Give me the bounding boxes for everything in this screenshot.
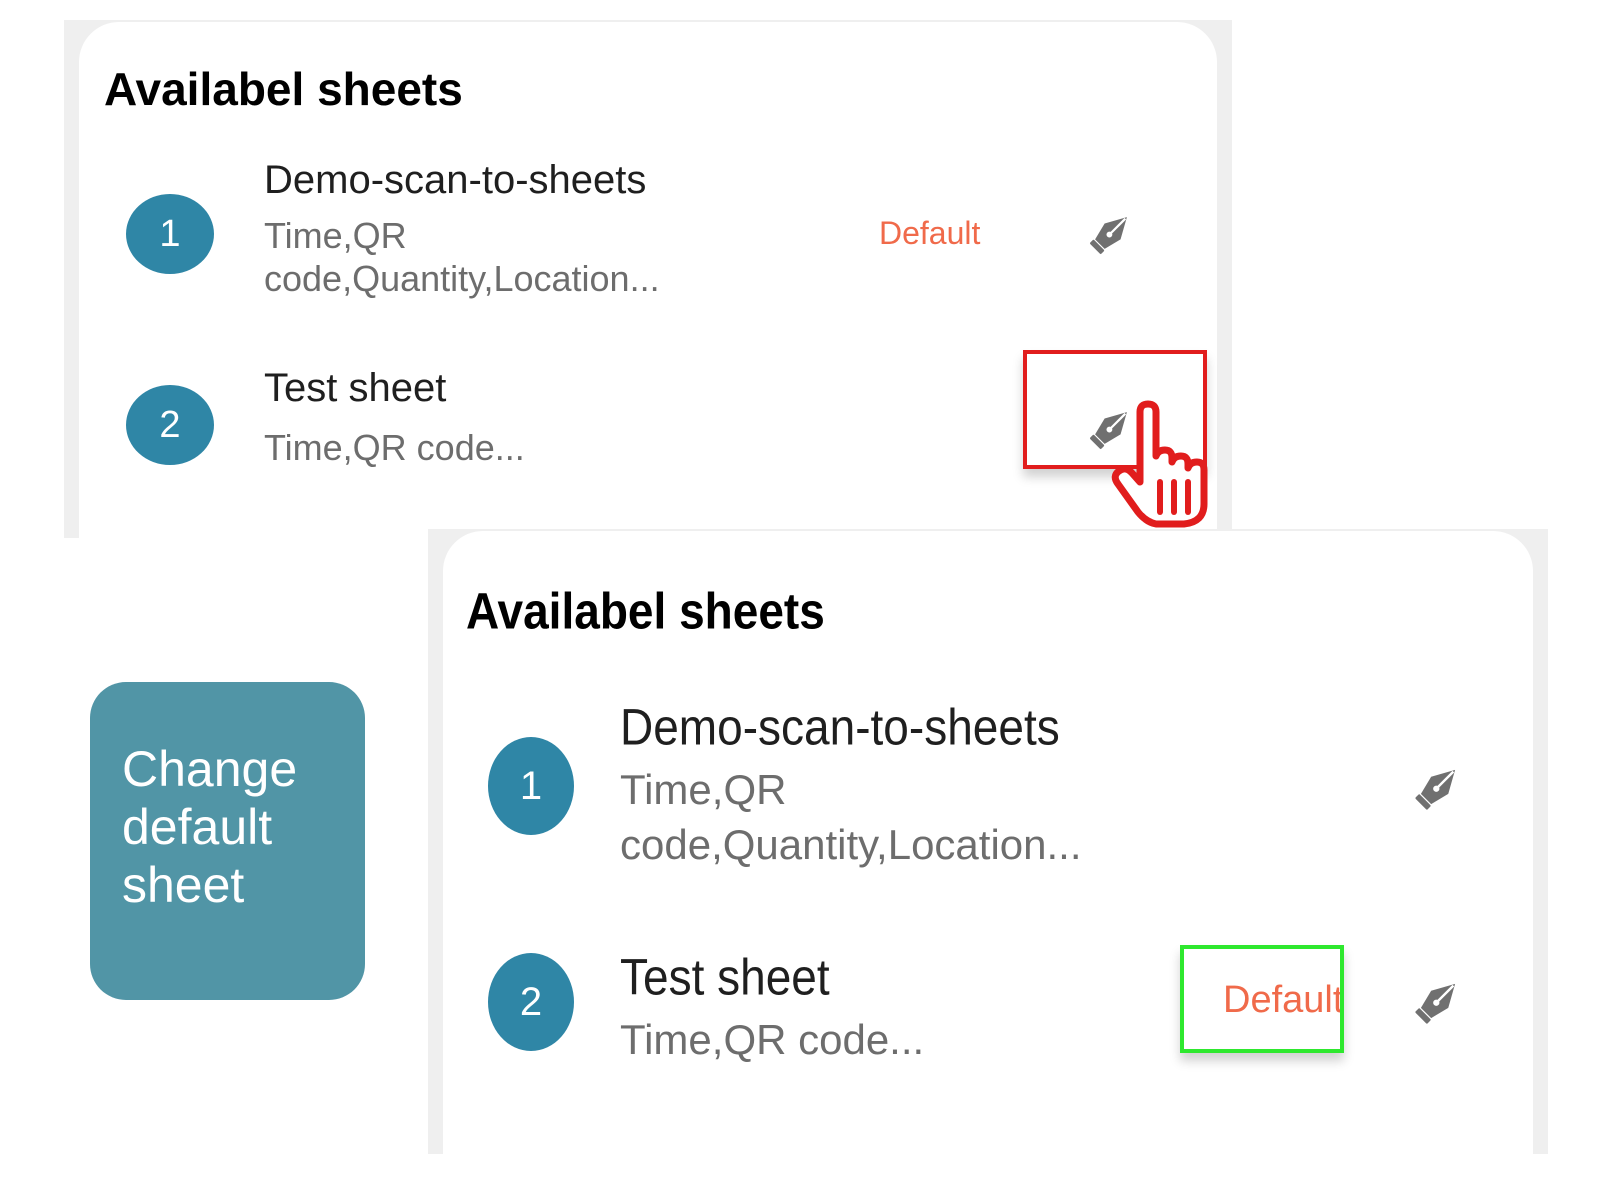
- sheets-card: Availabel sheets 1 Demo-scan-to-sheets T…: [443, 531, 1533, 1154]
- sheet-name: Test sheet: [620, 948, 830, 1006]
- caption-box: Change default sheet: [90, 682, 365, 1000]
- before-screenshot: Availabel sheets 1 Demo-scan-to-sheets T…: [64, 20, 1232, 538]
- sheet-name: Demo-scan-to-sheets: [620, 698, 1060, 756]
- sheet-columns: Time,QR code...: [264, 427, 525, 468]
- sheet-columns: Time,QR code,Quantity,Location...: [264, 215, 660, 300]
- fountain-pen-icon: [1089, 412, 1127, 450]
- click-target-highlight: [1023, 350, 1207, 469]
- hand-pointer-icon: [1111, 400, 1208, 528]
- sheets-title: Availabel sheets: [466, 582, 825, 640]
- result-highlight: [1180, 945, 1344, 1053]
- sheet-name: Demo-scan-to-sheets: [264, 158, 647, 202]
- sheets-card: Availabel sheets 1 Demo-scan-to-sheets T…: [79, 22, 1217, 538]
- sheet-item-1[interactable]: 1 Demo-scan-to-sheets Time,QR code,Quant…: [79, 152, 1217, 342]
- edit-sheet-button[interactable]: [1408, 757, 1468, 817]
- edit-sheet-button[interactable]: [1408, 971, 1468, 1031]
- sheet-number-badge: 1: [488, 737, 574, 835]
- sheet-item-2[interactable]: 2 Test sheet Time,QR code...: [79, 362, 1217, 482]
- sheet-item-1[interactable]: 1 Demo-scan-to-sheets Time,QR code,Quant…: [443, 691, 1533, 881]
- default-badge: Default: [1223, 979, 1344, 1021]
- fountain-pen-icon: [1415, 983, 1456, 1024]
- after-screenshot: Availabel sheets 1 Demo-scan-to-sheets T…: [428, 529, 1548, 1154]
- sheet-columns: Time,QR code...: [620, 1016, 925, 1063]
- edit-sheet-button[interactable]: [1081, 398, 1141, 458]
- fountain-pen-icon: [1089, 217, 1127, 255]
- sheets-title: Availabel sheets: [104, 63, 463, 115]
- default-badge: Default: [879, 215, 981, 251]
- sheet-columns: Time,QR code,Quantity,Location...: [620, 766, 1082, 868]
- sheet-number-badge: 2: [126, 385, 214, 465]
- sheet-number-badge: 2: [488, 953, 574, 1051]
- sheet-number-badge: 1: [126, 194, 214, 274]
- edit-sheet-button[interactable]: [1081, 203, 1141, 263]
- fountain-pen-icon: [1415, 769, 1456, 810]
- sheet-name: Test sheet: [264, 366, 447, 410]
- sheet-item-2[interactable]: 2 Test sheet Time,QR code... Default: [443, 941, 1533, 1071]
- caption-text: Change default sheet: [122, 741, 298, 913]
